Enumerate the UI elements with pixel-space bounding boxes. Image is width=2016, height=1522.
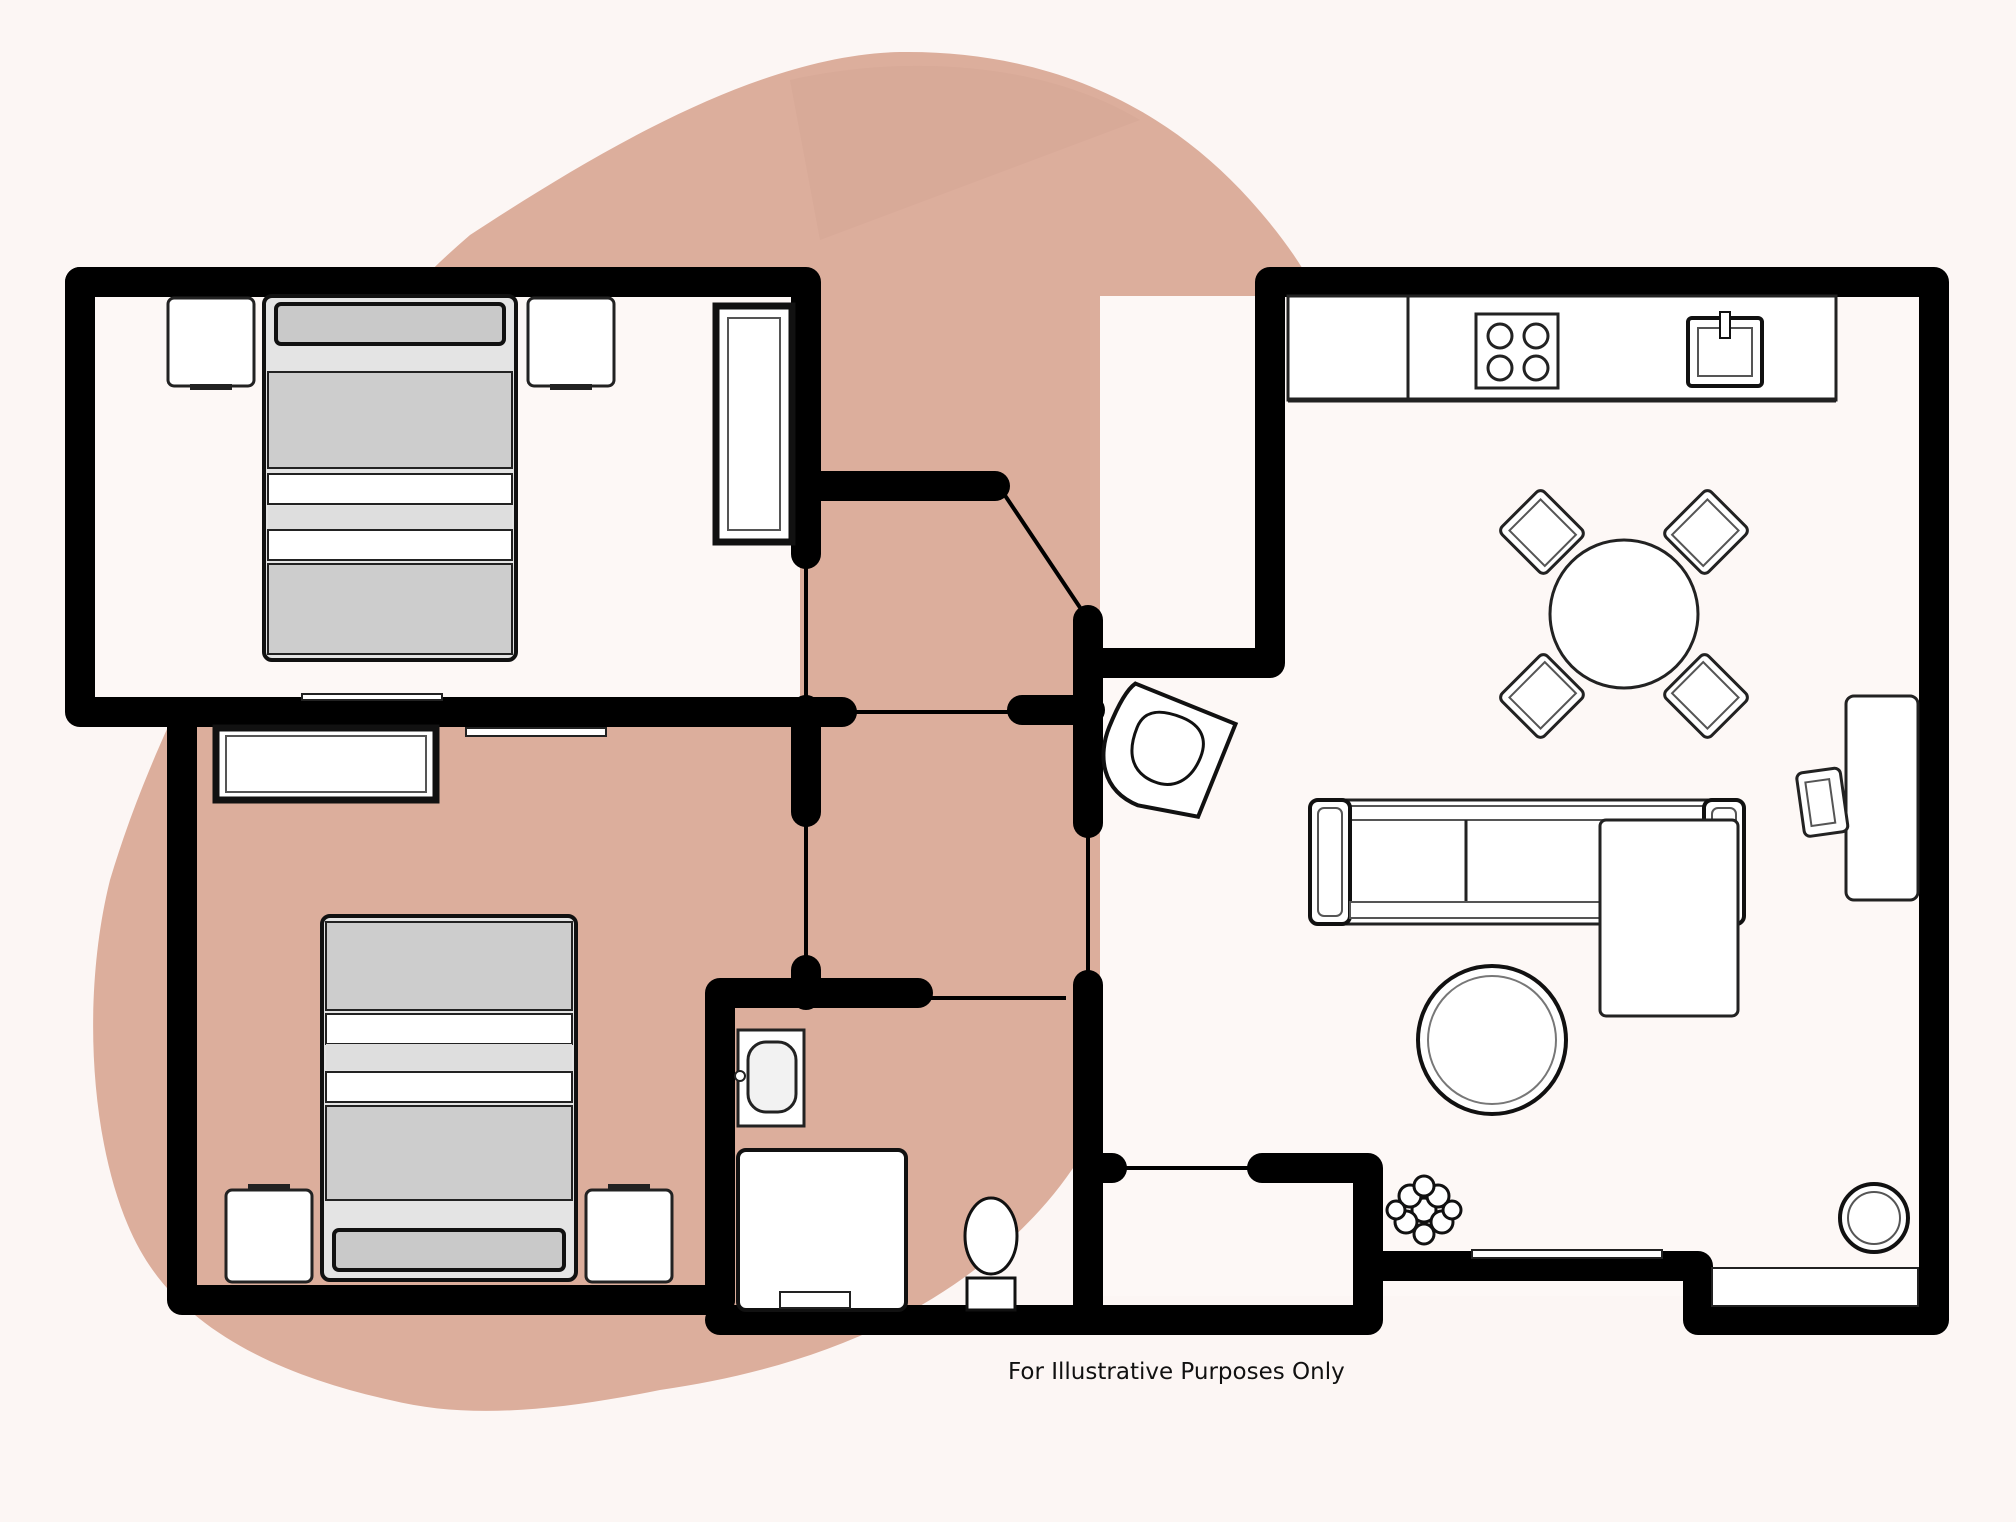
- bedroom-2-wardrobe: [212, 724, 440, 804]
- sofa-icon: [1308, 798, 1746, 1018]
- bedroom-2-bed: [320, 914, 578, 1282]
- chair-icon: [1499, 489, 1585, 575]
- chair-icon: [1499, 653, 1585, 739]
- blob-shade: [790, 65, 1140, 240]
- washbasin-icon: [734, 1028, 806, 1128]
- balcony-strip: [1711, 1267, 1919, 1307]
- desk-icon: [1795, 694, 1920, 902]
- living-room-floor: [1100, 296, 1918, 1296]
- shower-icon: [736, 1148, 908, 1312]
- bedroom-1-nightstand-right: [526, 296, 616, 390]
- chair-icon: [1795, 766, 1850, 838]
- walls: [65, 267, 1949, 1335]
- bedroom-1-nightstand-left: [166, 296, 256, 390]
- plant-icon: [1385, 1174, 1463, 1246]
- sink-icon: [1686, 311, 1764, 388]
- disclaimer-caption: For Illustrative Purposes Only: [1008, 1359, 1345, 1385]
- chair-icon: [1663, 489, 1749, 575]
- door-lines: [804, 486, 1258, 1170]
- dining-table-icon: [1499, 489, 1749, 739]
- bedroom-1-window: [301, 693, 443, 701]
- round-side-table: [1838, 1182, 1910, 1254]
- bedroom-2-window: [465, 727, 607, 737]
- bedroom-2-nightstand-left: [224, 1184, 314, 1284]
- chair-icon: [1663, 653, 1749, 739]
- coffee-table-icon: [1416, 964, 1568, 1116]
- stove-icon: [1474, 312, 1560, 390]
- bedroom-1-wardrobe: [712, 302, 796, 546]
- armchair-icon: [1101, 681, 1239, 820]
- bedroom-1-bed: [262, 294, 518, 662]
- toilet-icon: [963, 1196, 1019, 1312]
- bedroom-2-nightstand-right: [584, 1184, 674, 1284]
- living-room-window: [1471, 1249, 1663, 1259]
